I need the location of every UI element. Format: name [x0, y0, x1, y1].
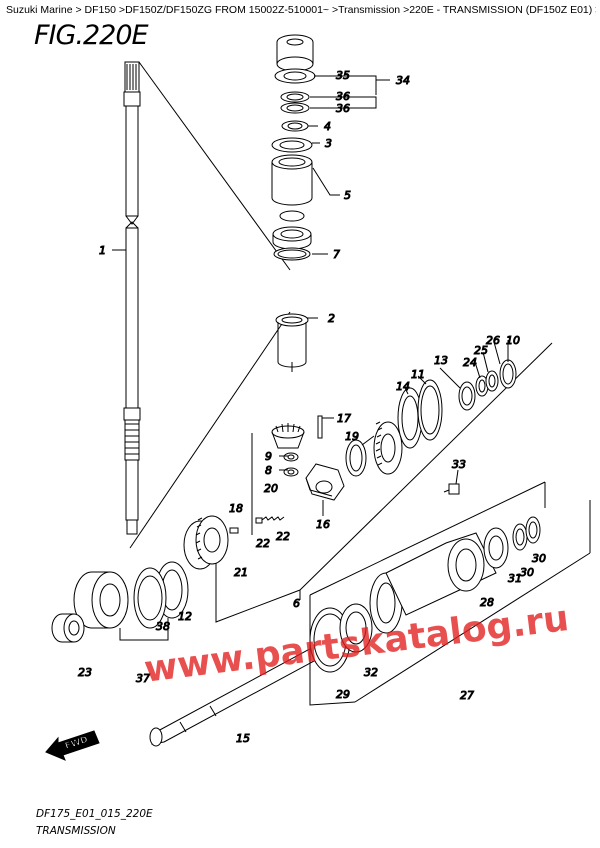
callout-18: 18: [229, 502, 243, 515]
breadcrumb-df150[interactable]: DF150: [84, 4, 117, 16]
breadcrumb-transmission[interactable]: Transmission: [338, 4, 401, 16]
callout-22b: 22: [276, 530, 290, 543]
callout-9: 9: [265, 450, 272, 463]
callout-7: 7: [333, 248, 340, 261]
callouts: 1 2 3 4 5 6 7 8 9 10 11 12 13 14 15 16 1…: [78, 69, 547, 746]
callout-3: 3: [325, 137, 332, 150]
forward-gear: [345, 421, 403, 477]
callout-6: 6: [293, 597, 300, 610]
callout-33: 33: [452, 458, 466, 471]
thrust-bearing-stack: [397, 359, 517, 449]
callout-30b: 30: [520, 566, 534, 579]
bearing-race-stack: [271, 120, 313, 261]
callout-1: 1: [99, 244, 106, 257]
callout-19: 19: [345, 430, 359, 443]
breadcrumb-model-range[interactable]: DF150Z/DF150ZG FROM 15002Z-510001~: [125, 4, 330, 16]
front-bearing-housing: [51, 561, 189, 643]
sleeve: [275, 313, 309, 372]
callout-25: 25: [474, 344, 488, 357]
breadcrumb-separator: >: [116, 4, 126, 16]
breadcrumb-suzuki-marine[interactable]: Suzuki Marine: [6, 4, 73, 16]
breadcrumb-separator: >: [592, 4, 596, 16]
callout-32: 32: [364, 666, 378, 679]
callout-16: 16: [316, 518, 330, 531]
callout-4: 4: [324, 120, 331, 133]
spring-pins: [229, 516, 285, 534]
diagram-name: TRANSMISSION: [36, 825, 116, 837]
clutch-dog: [305, 463, 345, 501]
oring-bearing: [309, 603, 373, 673]
callout-36a: 36: [336, 90, 350, 103]
callout-2: 2: [328, 312, 335, 325]
pin: [317, 415, 323, 439]
callout-15: 15: [236, 732, 250, 745]
callout-5: 5: [344, 189, 351, 202]
callout-31: 31: [508, 572, 522, 585]
callout-38: 38: [156, 620, 170, 633]
pinion-gear: [271, 423, 305, 477]
breadcrumb-separator: >: [400, 4, 410, 16]
reverse-gear: [183, 515, 229, 570]
callout-17: 17: [337, 412, 351, 425]
fwd-arrow: [45, 730, 100, 761]
breadcrumb-separator: >: [72, 4, 85, 16]
callout-26: 26: [486, 334, 500, 347]
breadcrumb-separator: >: [329, 4, 339, 16]
figure-title: FIG.220E: [34, 20, 149, 51]
callout-22a: 22: [256, 537, 270, 550]
callout-30a: 30: [532, 552, 546, 565]
bearing-housing-stack: [274, 34, 316, 114]
callout-14: 14: [396, 380, 410, 393]
callout-37: 37: [136, 672, 150, 685]
gear-case-bracket: [309, 481, 591, 706]
breadcrumb: Suzuki Marine > DF150 >DF150Z/DF150ZG FR…: [6, 4, 596, 16]
shaft-housing: [369, 516, 541, 634]
callout-28: 28: [480, 596, 494, 609]
callout-29: 29: [336, 688, 350, 701]
callout-8: 8: [265, 464, 272, 477]
callout-35: 35: [336, 69, 350, 82]
guide-line: [129, 311, 291, 549]
guide-line: [138, 61, 291, 271]
callout-24: 24: [463, 356, 477, 369]
callout-13: 13: [434, 354, 448, 367]
callout-12: 12: [178, 610, 192, 623]
callout-23: 23: [78, 666, 92, 679]
breadcrumb-current[interactable]: 220E - TRANSMISSION (DF150Z E01): [409, 4, 593, 16]
drive-shaft: [123, 61, 141, 535]
callout-36b: 36: [336, 102, 350, 115]
callout-34: 34: [396, 74, 410, 87]
callout-20: 20: [264, 482, 278, 495]
callout-27: 27: [460, 689, 474, 702]
diagram-code: DF175_E01_015_220E: [36, 808, 153, 820]
callout-11: 11: [411, 368, 425, 381]
callout-10: 10: [506, 334, 520, 347]
leader-lines: [112, 75, 509, 516]
callout-21: 21: [234, 566, 248, 579]
bolt: [443, 483, 460, 495]
